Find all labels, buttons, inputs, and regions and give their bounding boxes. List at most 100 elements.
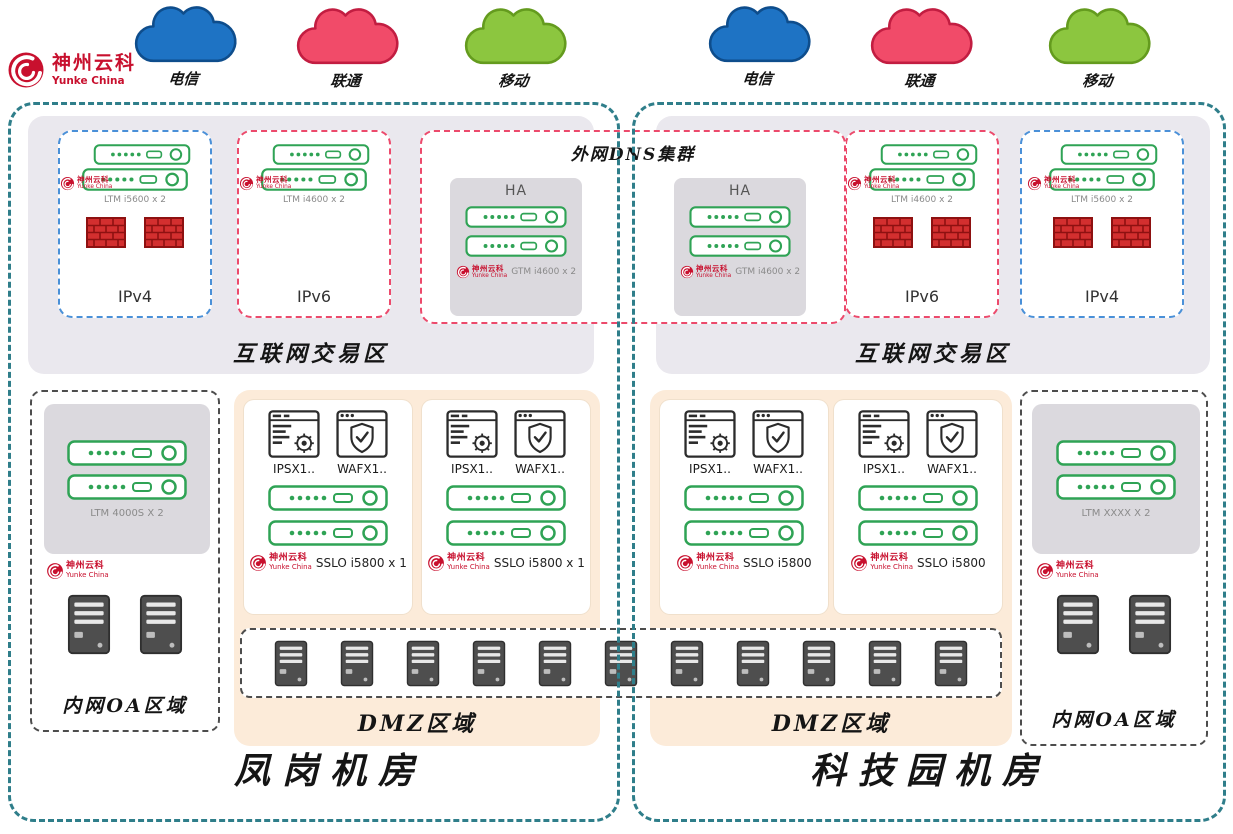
- device-model-label: LTM i4600 x 2: [282, 195, 346, 205]
- cloud-icon: [126, 4, 241, 66]
- ip-version-label: IPv6: [296, 287, 331, 306]
- waf-icon: [926, 410, 978, 458]
- waf-label: WAFX1..: [515, 462, 565, 476]
- yunke-logo-mini: 神州云科 Yunke China: [850, 553, 913, 572]
- zone-ipv4-right: 神州云科 Yunke China LTM i5600 x 2 IPv4: [1020, 130, 1184, 318]
- yunke-logo-mini: 神州云科 Yunke China: [847, 175, 899, 191]
- logo-en: Yunke China: [471, 273, 508, 280]
- isp-cloud-mobile-right: 移动: [1040, 6, 1155, 91]
- ip-version-label: IPv4: [1084, 287, 1119, 306]
- yunke-logo-text: 神州云科 Yunke China: [695, 264, 732, 280]
- yunke-logo-text: 神州云科 Yunke China: [269, 553, 312, 572]
- ltm-device-figure: 神州云科 Yunke China LTM i5600 x 2: [76, 144, 194, 205]
- external-dns-cluster: 外网DNS集群 HA 神州云科 Yunke China GTM i4600 x …: [420, 130, 846, 324]
- gtm-caption-row: 神州云科 Yunke China GTM i4600 x 2: [456, 264, 576, 280]
- server-icon: [1056, 594, 1100, 655]
- firewall-icon: [1111, 217, 1151, 248]
- appliance-icon: [432, 485, 580, 511]
- yunke-swirl-icon: [680, 265, 694, 279]
- appliance-icon: [465, 206, 567, 228]
- security-tiles: [858, 410, 978, 458]
- yunke-logo-mini: 神州云科 Yunke China: [1027, 175, 1080, 191]
- logo-en: Yunke China: [1056, 571, 1099, 580]
- yunke-swirl-icon: [1036, 562, 1054, 580]
- sslo-stack: IPSX1.. WAFX1.. 神州云科 Yunke China SSLO i5…: [422, 400, 590, 614]
- gtm-caption-row: 神州云科 Yunke China GTM i4600 x 2: [680, 264, 800, 280]
- appliance-icon: [877, 144, 981, 165]
- device-model-label: LTM i5600 x 2: [1070, 195, 1134, 205]
- cloud-icon: [288, 6, 403, 68]
- ips-icon: [858, 410, 910, 458]
- logo-cn: 神州云科: [695, 264, 728, 273]
- logo-en: Yunke China: [269, 563, 312, 572]
- yunke-logo-mini: 神州云科 Yunke China: [46, 561, 109, 580]
- oa-zone-label: 内网OA区域: [1051, 709, 1177, 731]
- yunke-logo-mini: 神州云科 Yunke China: [249, 553, 312, 572]
- sslo-caption-row: 神州云科 Yunke China SSLO i5800: [676, 553, 812, 572]
- datacenter-name-left: 凤岗机房: [233, 750, 426, 792]
- appliance-icon: [670, 520, 818, 546]
- logo-en: Yunke China: [447, 563, 490, 572]
- waf-icon: [514, 410, 566, 458]
- logo-en: Yunke China: [695, 273, 732, 280]
- security-tile-labels: IPSX1.. WAFX1..: [260, 462, 396, 476]
- waf-label: WAFX1..: [927, 462, 977, 476]
- device-model-label: LTM XXXX X 2: [1081, 507, 1151, 519]
- logo-cn: 神州云科: [77, 175, 109, 185]
- appliance-icon: [254, 520, 402, 546]
- yunke-swirl-icon: [847, 176, 862, 191]
- logo-en: Yunke China: [256, 184, 292, 191]
- datacenter-name-right: 科技园机房: [809, 750, 1050, 792]
- logo-cn: 神州云科: [696, 553, 735, 564]
- device-model-label: LTM i5600 x 2: [103, 195, 167, 205]
- appliance-icon: [1053, 440, 1179, 466]
- dns-cluster-title: 外网DNS集群: [570, 145, 696, 165]
- yunke-swirl-icon: [249, 554, 267, 572]
- oa-server-pair: [1022, 594, 1206, 655]
- firewall-icon: [86, 217, 126, 248]
- server-icon: [406, 640, 440, 687]
- yunke-brand-text: 神州云科 Yunke China: [52, 52, 137, 87]
- server-icon: [472, 640, 506, 687]
- yunke-logo-text: 神州云科 Yunke China: [696, 553, 739, 572]
- ips-label: IPSX1..: [689, 462, 731, 476]
- ip-version-label: IPv6: [904, 287, 939, 306]
- server-icon: [604, 640, 638, 687]
- security-tile-labels: IPSX1.. WAFX1..: [438, 462, 574, 476]
- firewall-icon: [931, 217, 971, 248]
- server-icon: [67, 594, 111, 655]
- appliance-icon: [844, 485, 992, 511]
- sslo-stack: IPSX1.. WAFX1.. 神州云科 Yunke China SSLO i5…: [660, 400, 828, 614]
- firewall-icon: [873, 217, 913, 248]
- oa-zone-right: LTM XXXX X 2 神州云科 Yunke China 内网OA区域: [1020, 390, 1208, 746]
- ips-icon: [684, 410, 736, 458]
- yunke-logo-mini: 神州云科 Yunke China: [456, 264, 508, 280]
- ltm-device-figure: 神州云科 Yunke China LTM i4600 x 2: [863, 144, 981, 205]
- server-icon: [736, 640, 770, 687]
- ha-label: HA: [504, 183, 528, 199]
- waf-icon: [752, 410, 804, 458]
- zone-ipv6-left: 神州云科 Yunke China LTM i4600 x 2 IPv6: [237, 130, 391, 318]
- ip-version-label: IPv4: [117, 287, 152, 306]
- yunke-logo-text: 神州云科 Yunke China: [471, 264, 508, 280]
- server-icon: [934, 640, 968, 687]
- yunke-logo-mini: 神州云科 Yunke China: [60, 175, 113, 191]
- yunke-swirl-icon: [1027, 176, 1042, 191]
- logo-en: Yunke China: [77, 184, 113, 191]
- logo-cn: 神州云科: [52, 52, 137, 75]
- yunke-logo-mini: 神州云科 Yunke China: [676, 553, 739, 572]
- cloud-icon: [1040, 6, 1155, 68]
- logo-cn: 神州云科: [1044, 175, 1076, 185]
- isp-cloud-telecom-right: 电信: [700, 4, 815, 89]
- device-model-label: SSLO i5800 x 1: [493, 556, 585, 570]
- appliance-icon: [670, 485, 818, 511]
- sslo-caption-row: 神州云科 Yunke China SSLO i5800: [850, 553, 986, 572]
- logo-en: Yunke China: [1044, 184, 1080, 191]
- logo-cn: 神州云科: [870, 553, 909, 564]
- appliance-icon: [1057, 144, 1161, 165]
- yunke-swirl-icon: [427, 554, 445, 572]
- yunke-logo-text: 神州云科 Yunke China: [870, 553, 913, 572]
- security-tiles: [684, 410, 804, 458]
- appliance-icon: [465, 235, 567, 257]
- appliance-icon: [269, 144, 373, 165]
